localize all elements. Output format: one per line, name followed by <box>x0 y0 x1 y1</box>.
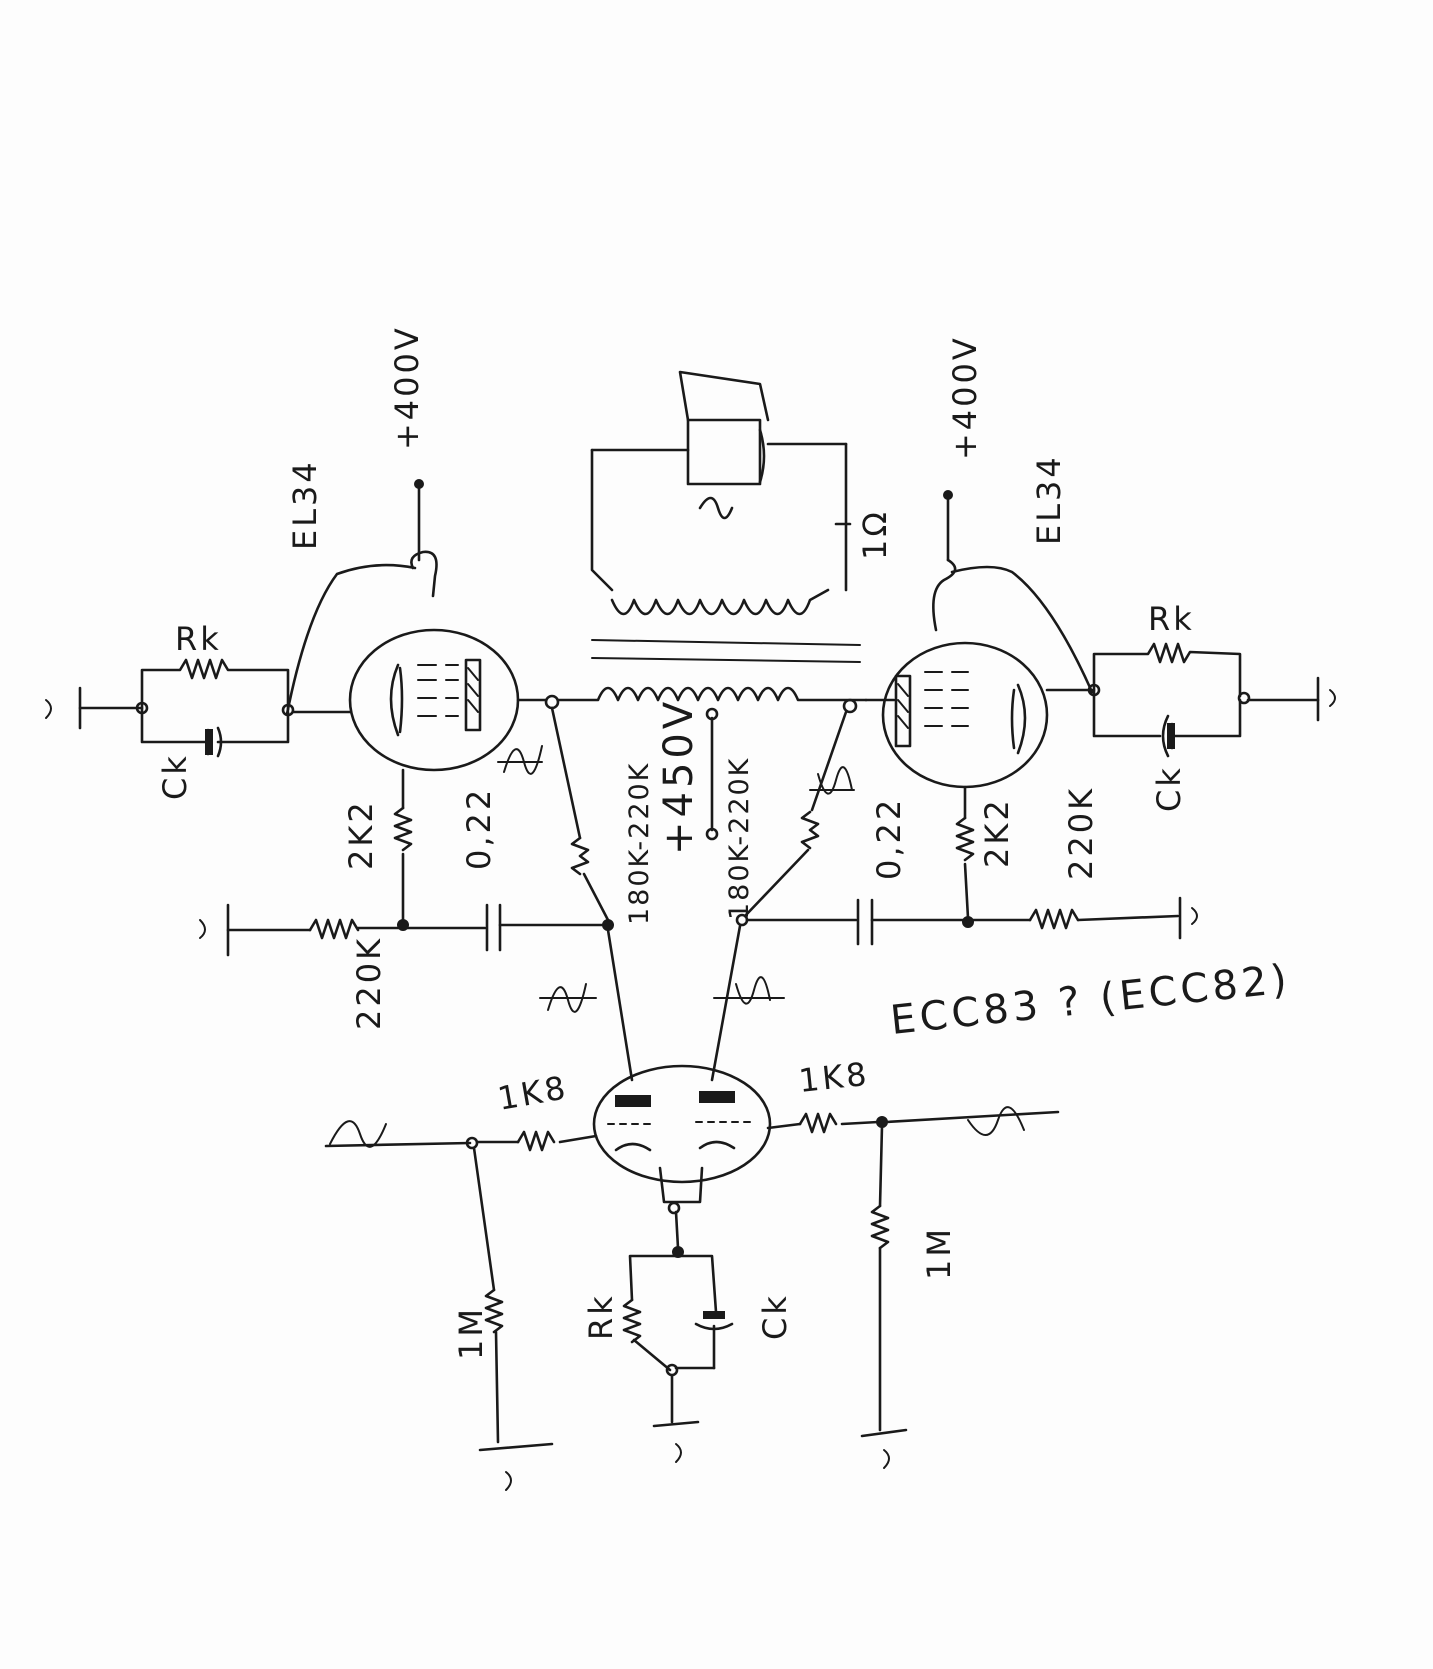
driver-tube <box>592 1064 772 1204</box>
left-screen-network <box>393 768 413 931</box>
left-plate-resistor-label: 180K-220K <box>624 762 655 925</box>
bottom-rk-label: Rk <box>582 1293 620 1340</box>
right-grid-line <box>735 896 1198 946</box>
left-rk-label: Rk <box>175 620 222 658</box>
left-grid-resistor-label: 220K <box>350 936 388 1030</box>
left-cathode-network <box>45 658 352 758</box>
right-plate-resistor-label: 180K-220K <box>724 757 755 920</box>
speaker-impedance-label: 1Ω <box>856 509 894 560</box>
output-transformer <box>556 588 868 841</box>
left-plate-load <box>516 694 634 1082</box>
speaker <box>590 370 852 592</box>
right-cathode-network <box>1045 642 1336 758</box>
leak-resistor-right-label: 1M <box>920 1226 958 1280</box>
right-tube-label: EL34 <box>1030 454 1068 545</box>
right-plate-load <box>710 698 858 1082</box>
right-screen-network <box>955 785 975 928</box>
left-tube-plate-feed <box>285 479 438 716</box>
right-cap-label: 0,22 <box>870 797 908 880</box>
left-supply-label: +400V <box>388 325 426 450</box>
input-resistor-right-label: 1K8 <box>797 1055 871 1100</box>
leak-resistor-left-label: 1M <box>452 1306 490 1360</box>
driver-cathode-network <box>622 1201 734 1463</box>
right-rk-label: Rk <box>1148 600 1195 638</box>
driver-input-left <box>324 1130 598 1491</box>
right-supply-label: +400V <box>946 335 984 460</box>
right-tube-plate-feed <box>932 490 1094 694</box>
left-tube-label: EL34 <box>286 459 324 550</box>
left-grid-line <box>199 903 614 957</box>
left-power-tube <box>348 628 520 772</box>
right-power-tube <box>864 641 1049 789</box>
driver-input-right <box>766 1110 1060 1469</box>
left-cap-label: 0,22 <box>460 787 498 870</box>
driver-tube-label: ECC83 ? (ECC82) <box>888 956 1293 1044</box>
right-grid-resistor-label: 220K <box>1062 786 1100 880</box>
center-tap-supply-label: +450V <box>656 698 702 855</box>
right-screen-label: 2K2 <box>978 797 1016 868</box>
bottom-ck-label: Ck <box>756 1293 794 1340</box>
input-resistor-left-label: 1K8 <box>495 1068 571 1118</box>
left-ck-label: Ck <box>156 753 194 800</box>
phase-indicators <box>329 745 1025 1148</box>
right-ck-label: Ck <box>1150 765 1188 812</box>
left-screen-label: 2K2 <box>342 799 380 870</box>
